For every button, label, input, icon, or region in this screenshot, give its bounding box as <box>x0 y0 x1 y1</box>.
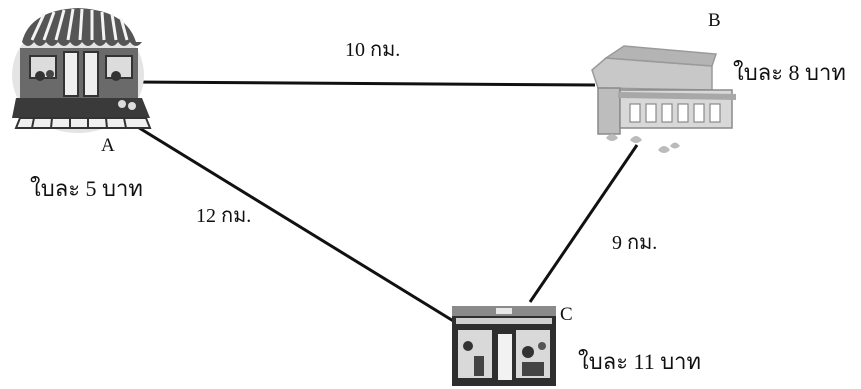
node-a-label: A <box>101 135 115 156</box>
route-a-c <box>109 108 456 324</box>
routes <box>109 80 639 324</box>
node-c-label: C <box>560 304 573 325</box>
distance-a-c: 12 กม. <box>196 205 251 227</box>
shop-front-icon <box>452 306 556 386</box>
store-building-icon <box>591 45 736 153</box>
price-a: ใบละ 5 บาท <box>30 176 143 201</box>
price-c: ใบละ 11 บาท <box>578 349 701 374</box>
node-b-label: B <box>708 10 721 31</box>
route-a-b <box>129 80 596 87</box>
market-stall-icon <box>12 8 152 133</box>
price-b: ใบละ 8 บาท <box>733 60 846 85</box>
distance-b-c: 9 กม. <box>612 232 657 254</box>
distance-a-b: 10 กม. <box>345 39 400 61</box>
route-b-c <box>528 144 639 303</box>
